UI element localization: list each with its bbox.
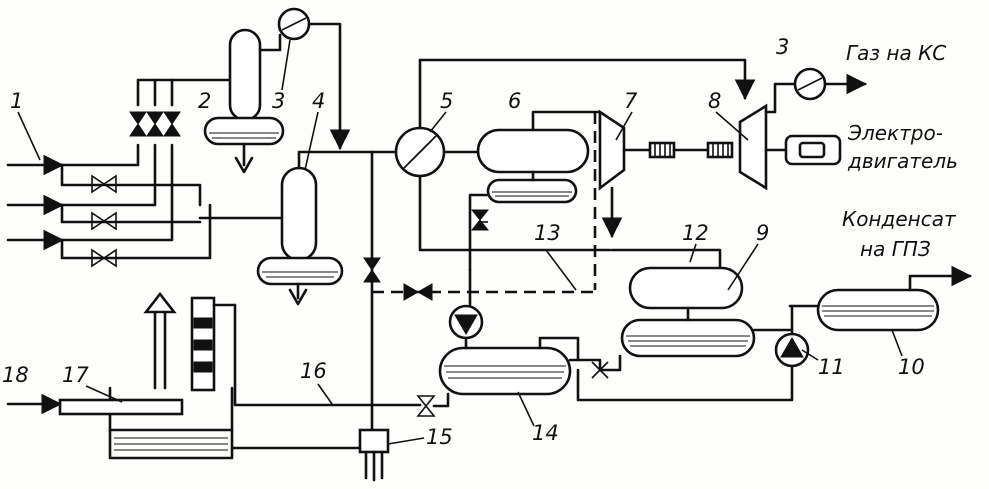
separator-4 — [256, 150, 432, 306]
turbo-expander-7 — [593, 109, 734, 290]
inlet-lines — [6, 78, 287, 260]
line-13 — [372, 283, 595, 301]
condensate-vessel-10 — [788, 265, 973, 332]
caption-condensate-1: Конденсат — [842, 207, 957, 231]
line-15-16 — [233, 150, 450, 482]
label-12: 12 — [682, 221, 709, 245]
pump-11 — [576, 304, 810, 402]
label-7: 7 — [624, 89, 638, 113]
label-6: 6 — [508, 89, 521, 113]
compressor-8 — [738, 82, 842, 191]
furnace-17 — [6, 291, 362, 460]
tank-14 — [438, 268, 622, 396]
separator-2 — [203, 28, 285, 174]
callout-labels: 1 2 3 4 5 6 7 8 3 9 10 11 12 13 14 15 16… — [2, 35, 925, 449]
label-11: 11 — [818, 355, 845, 379]
label-15: 15 — [426, 425, 453, 449]
label-1: 1 — [10, 89, 23, 113]
label-18: 18 — [2, 363, 29, 387]
label-3a: 3 — [272, 89, 285, 113]
compressor-3-left — [277, 7, 351, 151]
captions: Газ на КС Электро- двигатель Конденсат н… — [842, 41, 958, 261]
compressor-3-right — [793, 67, 868, 101]
manifold-valves — [91, 111, 181, 268]
label-13: 13 — [534, 221, 561, 245]
label-8: 8 — [708, 89, 721, 113]
separator-6 — [468, 110, 602, 272]
label-2: 2 — [198, 89, 211, 113]
label-9: 9 — [756, 221, 769, 245]
heat-exchanger-5 — [394, 58, 756, 252]
caption-motor-1: Электро- — [847, 121, 943, 145]
caption-motor-2: двигатель — [847, 149, 958, 173]
label-5: 5 — [440, 89, 453, 113]
separator-9 — [610, 248, 792, 358]
caption-condensate-2: на ГПЗ — [860, 237, 931, 261]
label-4: 4 — [312, 89, 325, 113]
label-10: 10 — [898, 355, 925, 379]
caption-gas-to-cs: Газ на КС — [846, 41, 946, 65]
label-17: 17 — [62, 363, 89, 387]
label-3b: 3 — [776, 35, 789, 59]
label-16: 16 — [300, 359, 327, 383]
label-14: 14 — [532, 421, 559, 445]
